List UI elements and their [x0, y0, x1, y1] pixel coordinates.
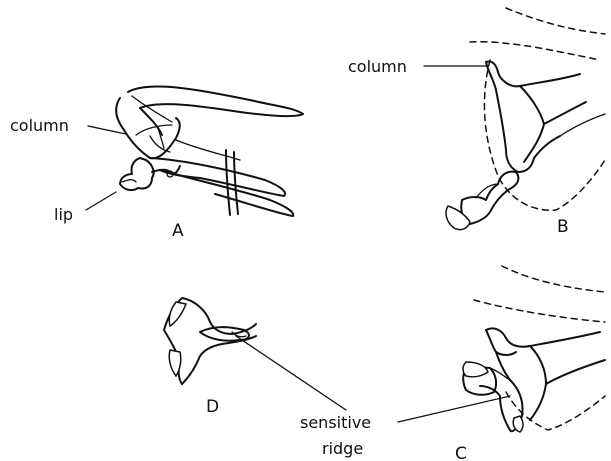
- panel-label-b: B: [557, 217, 569, 237]
- column-label-b: column: [348, 57, 407, 76]
- column-leader-a: [88, 126, 126, 134]
- lip-label: lip: [54, 205, 73, 224]
- sensitive-ridge-leader-d: [236, 336, 346, 410]
- lip-leader: [86, 192, 116, 210]
- sensitive-ridge-label-line2: ridge: [322, 439, 363, 458]
- panel-c-drawing: [463, 266, 605, 432]
- column-label-a: column: [10, 116, 69, 135]
- panel-label-c: C: [455, 444, 467, 461]
- panel-label-d: D: [206, 397, 219, 417]
- panel-b-drawing: [446, 8, 605, 230]
- panel-a-drawing: [116, 87, 303, 216]
- panel-label-a: A: [172, 221, 184, 241]
- panel-d-drawing: [164, 298, 256, 384]
- sensitive-ridge-label-line1: sensitive: [300, 413, 371, 432]
- sensitive-ridge-leader-c: [398, 396, 510, 422]
